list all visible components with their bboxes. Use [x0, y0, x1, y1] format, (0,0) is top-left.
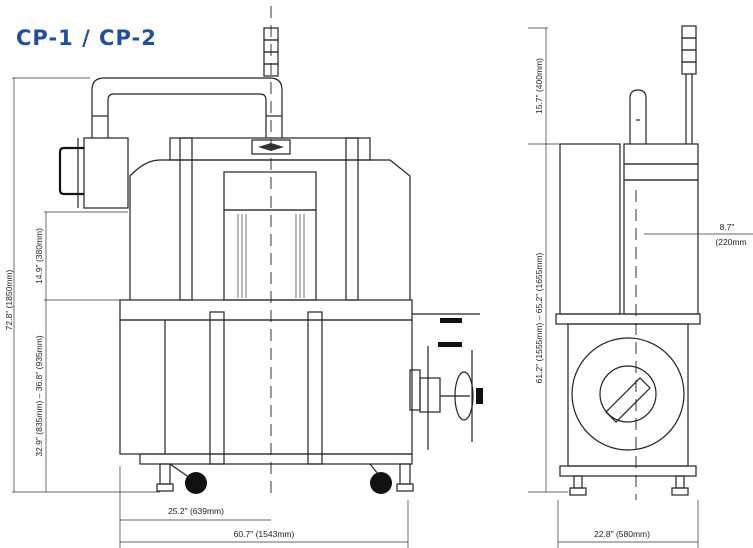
- front-width-total: 60.7" (1543mm): [234, 529, 295, 539]
- front-left-dimensions: [12, 77, 160, 493]
- front-height-table: 32.9" (835mm) – 36.8" (935mm): [34, 335, 44, 456]
- front-bottom-dimensions: [119, 466, 409, 548]
- front-height-total: 72.8" (1850mm): [4, 270, 14, 331]
- side-dimensions: [528, 27, 753, 548]
- front-height-top: 14.9" (380mm): [34, 228, 44, 284]
- side-height-body: 61.2" (1555mm) – 65.2" (1655mm): [534, 252, 544, 383]
- drawing-title: CP-1 / CP-2: [16, 26, 157, 50]
- front-wheel-right: [370, 472, 392, 494]
- lower-cabinet: [119, 299, 414, 494]
- side-cylinder: [629, 89, 647, 144]
- upper-housing: [129, 137, 411, 301]
- signal-tower: [263, 27, 279, 77]
- front-width-inner: 25.2" (639mm): [168, 506, 224, 516]
- overhead-pipe: [91, 77, 283, 138]
- side-offset-value: 8.7": [720, 222, 735, 232]
- side-offset-mm: (220mm: [715, 237, 746, 247]
- side-upper-body: [559, 143, 699, 315]
- side-view: 15.7" (400mm) 61.2" (1555mm) – 65.2" (16…: [528, 25, 753, 548]
- side-lower-body: [555, 313, 701, 496]
- side-width: 22.8" (580mm): [594, 529, 650, 539]
- control-box: [58, 137, 129, 209]
- side-height-top: 15.7" (400mm): [534, 58, 544, 114]
- side-signal-tower: [681, 25, 697, 144]
- front-wheel-left: [185, 472, 207, 494]
- tape-dispenser: [409, 313, 483, 450]
- front-view: 72.8" (1850mm) 14.9" (380mm) 32.9" (835m…: [4, 6, 483, 548]
